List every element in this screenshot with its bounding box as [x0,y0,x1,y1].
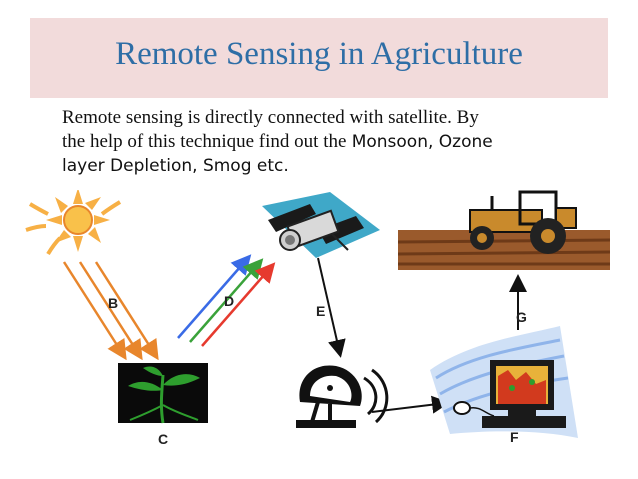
label-d: D [224,293,234,309]
label-e: E [316,303,325,319]
sun-icon [25,190,122,256]
paragraph-line-2-sans: Monsoon, Ozone [351,132,493,152]
paragraph-line-1: Remote sensing is directly connected wit… [62,107,479,128]
label-g: G [516,309,527,325]
paragraph-line-2: the help of this technique find out the [62,131,347,152]
satellite-dish-icon [296,365,389,428]
reflected-radiation-arrows [177,254,276,347]
title-band [30,18,608,98]
transmission-arrow [317,257,346,358]
computer-icon [430,326,578,438]
incident-radiation-arrows [62,261,159,361]
plant-icon [118,363,208,424]
tractor-icon [397,190,611,270]
remote-sensing-diagram: B C D E [25,190,611,447]
label-f: F [510,429,519,445]
label-b: B [108,295,118,311]
label-c: C [158,431,168,447]
data-link-arrow [371,395,450,414]
slide-paragraph: Remote sensing is directly connected wit… [62,106,594,178]
paragraph-line-3: layer Depletion, Smog etc. [62,156,289,176]
slide-title: Remote Sensing in Agriculture [115,36,523,72]
satellite-icon [262,192,380,258]
